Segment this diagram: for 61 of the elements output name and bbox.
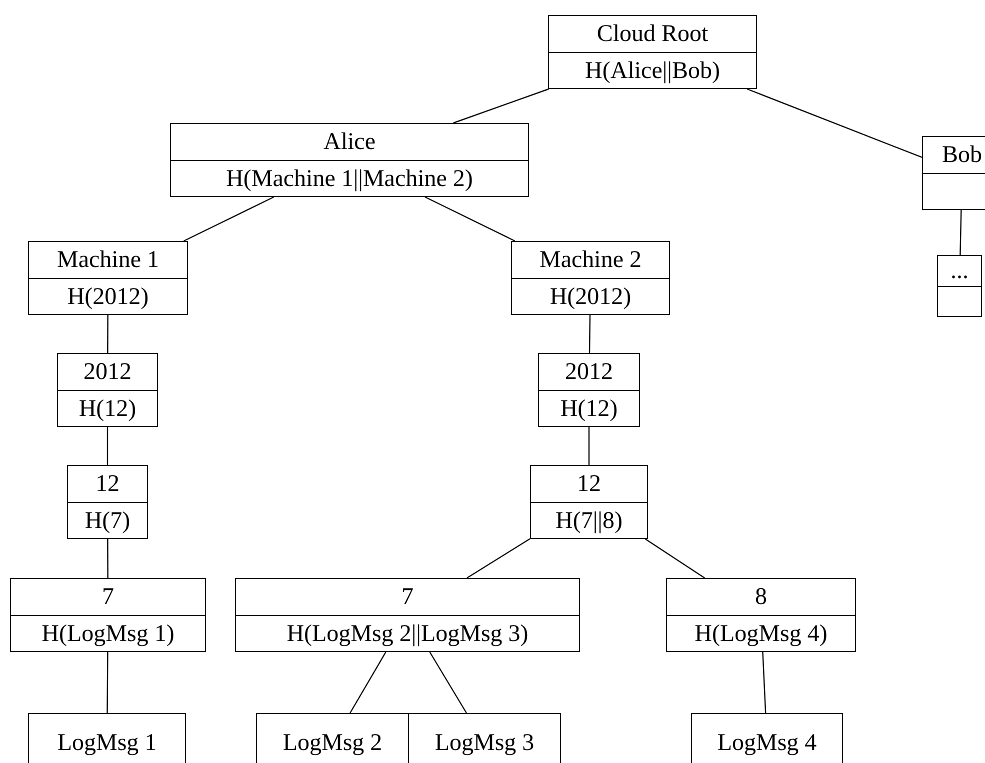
node-label: LogMsg 2 xyxy=(282,730,382,757)
tree-node-box xyxy=(10,578,206,652)
tree-node-box xyxy=(57,353,158,427)
node-label: Bob xyxy=(942,142,982,168)
hash-label: H(7) xyxy=(84,508,130,534)
node-label: LogMsg 3 xyxy=(434,730,534,757)
node-label: Machine 1 xyxy=(57,246,159,274)
connector-line xyxy=(644,538,705,578)
node-label: 8 xyxy=(755,584,767,610)
connector-line xyxy=(960,210,962,256)
tree-node-box xyxy=(538,353,640,427)
hash-label: H(2012) xyxy=(550,284,632,310)
hash-label: H(12) xyxy=(78,396,136,422)
connector-line xyxy=(183,196,274,242)
hash-label: H(LogMsg 1) xyxy=(42,620,174,648)
tree-node-box xyxy=(511,241,670,315)
leaf-box xyxy=(691,713,843,763)
tree-node-box xyxy=(170,123,529,197)
tree-node-box xyxy=(666,578,856,652)
connector-line xyxy=(746,88,922,158)
hash-label: H(12) xyxy=(560,396,618,422)
leaf-box xyxy=(28,713,186,763)
connector-line xyxy=(106,652,108,713)
node-label: ... xyxy=(950,258,968,284)
connector-line xyxy=(424,196,516,242)
node-label: 12 xyxy=(577,470,601,498)
leaf-box xyxy=(408,713,561,763)
connector-line xyxy=(588,427,590,465)
node-label: Cloud Root xyxy=(596,20,708,48)
node-label: 12 xyxy=(96,470,120,498)
hash-label: H(Alice||Bob) xyxy=(585,58,720,84)
connector-line xyxy=(588,315,591,353)
node-label: 7 xyxy=(402,584,414,610)
connector-line xyxy=(429,652,467,714)
connector-line xyxy=(453,88,549,124)
tree-node-box xyxy=(28,241,188,315)
tree-node-box xyxy=(922,136,985,210)
tree-node-box xyxy=(530,465,648,539)
node-label: 2012 xyxy=(84,358,132,386)
connector-line xyxy=(350,652,386,714)
node-label: 7 xyxy=(102,584,114,610)
connector-line xyxy=(106,427,108,465)
node-label: 2012 xyxy=(565,358,613,386)
hash-label: H(LogMsg 2||LogMsg 3) xyxy=(286,620,528,648)
hash-label: H(LogMsg 4) xyxy=(694,620,828,648)
hash-label: H(Machine 1||Machine 2) xyxy=(226,166,473,192)
connector-line xyxy=(762,652,766,714)
connector-line xyxy=(466,538,530,578)
connector-line xyxy=(107,539,108,578)
tree-node-box xyxy=(937,255,982,317)
hash-label: H(7||8) xyxy=(556,508,622,534)
leaf-box xyxy=(256,713,409,763)
hash-label: H(2012) xyxy=(67,284,149,310)
tree-node-box xyxy=(235,578,580,652)
node-label: Machine 2 xyxy=(540,246,642,274)
node-label: LogMsg 4 xyxy=(717,730,817,757)
tree-node-box xyxy=(67,465,148,539)
tree-node-box xyxy=(548,15,757,89)
node-label: Alice xyxy=(324,128,376,156)
connector-line xyxy=(107,315,108,353)
node-label: LogMsg 1 xyxy=(57,730,157,757)
